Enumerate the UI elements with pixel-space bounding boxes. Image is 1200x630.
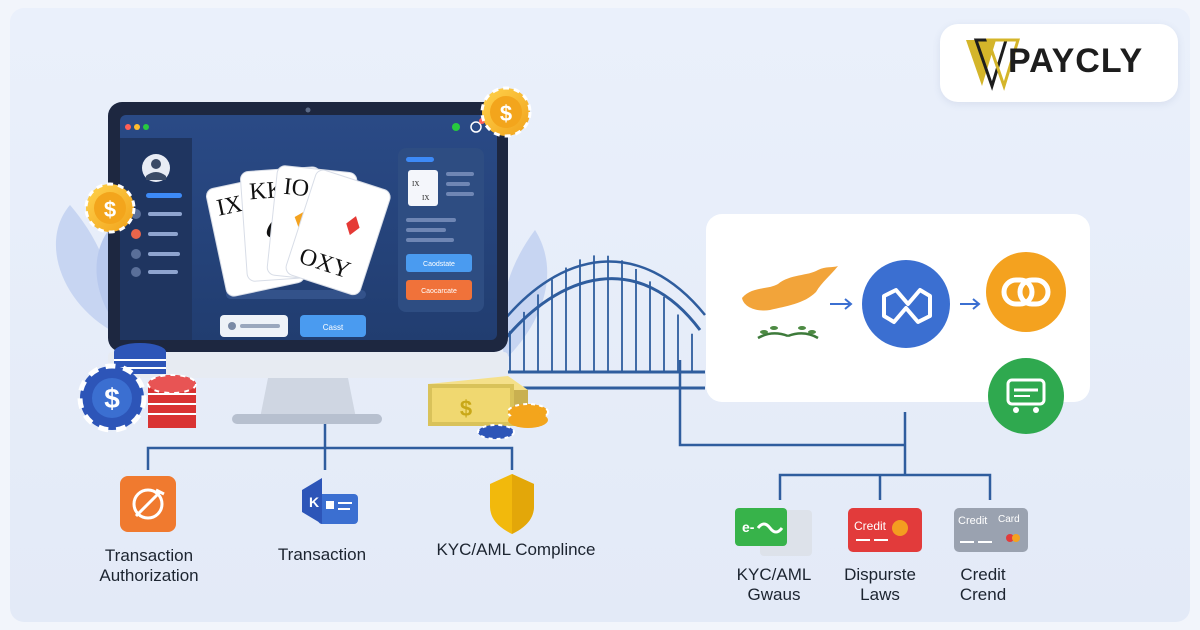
screen-button-cast: Casst [323,323,344,332]
svg-text:Credit: Credit [958,515,987,527]
svg-text:Card: Card [998,514,1020,525]
svg-text:Credit: Credit [854,519,887,533]
label-credit-crend: Credit Crend [959,565,1007,604]
leaf-decoration-right [501,230,548,360]
dollar-coin-top: $ [480,86,532,138]
authorization-icon [120,476,176,532]
payment-terminal-icon [988,358,1064,434]
arrow-2 [960,298,981,310]
svg-text:K: K [309,494,319,510]
chips-small [477,403,549,440]
screen-button-cocarate: Caocarcate [421,288,457,295]
connector-lines [146,360,992,500]
label-transaction-authorization: Transaction Authorization [99,546,199,585]
screen-ui: Casst IX IX Caodstate Caocarcate [120,118,485,340]
brand-logo: PAYCLY [940,24,1178,102]
arrow-1 [830,298,853,310]
dollar-coin-left: $ [84,182,136,234]
playing-cards: IXO KK IO OXY [205,165,391,297]
label-dispurste-laws: Dispurste Laws [844,565,916,604]
label-kyc-aml-gwaus: KYC/AML Gwaus [736,565,812,604]
logo-mark-icon [966,38,1021,91]
casino-chips-stack: $ [77,343,197,433]
credit-card-grey-icon: Credit Card [954,508,1028,552]
panel-card-label: IX [412,180,419,188]
link-icon [986,252,1066,332]
cyprus-map-icon [742,266,838,340]
screen-button-state: Caodstate [423,261,455,268]
e-wallet-icon: e- [735,508,812,556]
svg-text:$: $ [104,197,116,222]
network-icon [862,260,950,348]
id-card-icon: K [302,478,358,524]
svg-text:$: $ [500,101,512,126]
shield-icon [490,474,534,534]
credit-card-icon: Credit [848,508,922,552]
card-3-label: IO [282,174,310,203]
label-transaction: Transaction [277,545,367,564]
svg-text:IX: IX [422,194,429,202]
svg-text:e-: e- [742,519,755,535]
brand-name: PAYCLY [1008,42,1144,80]
bridge-cables [509,255,693,372]
svg-text:$: $ [460,396,472,421]
svg-text:$: $ [104,383,120,414]
label-kyc-aml-compliance: KYC/AML Complince [436,540,596,559]
